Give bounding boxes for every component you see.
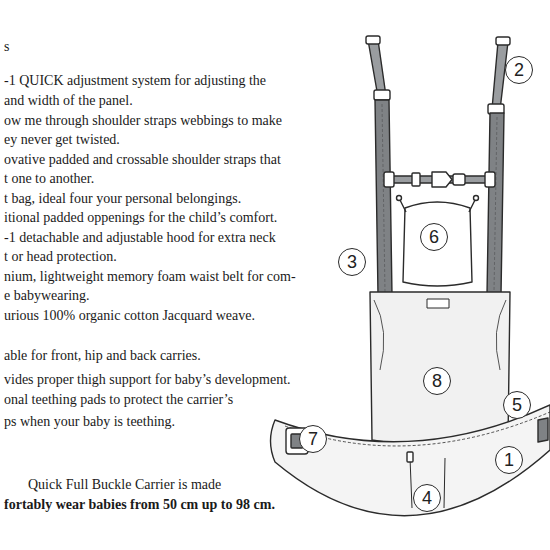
strap-end [496, 37, 510, 45]
description-text: onal teething pads to protect the carrie… [4, 392, 233, 408]
description-text: urious 100% organic cotton Jacquard weav… [4, 308, 255, 324]
callout-number: 1 [504, 451, 514, 469]
strap-buckle [374, 90, 390, 100]
callout-number: 5 [512, 396, 522, 414]
strap-webbing [368, 40, 386, 97]
description-text: vides proper thigh support for baby’s de… [4, 372, 291, 388]
description-text: Quick Full Buckle Carrier is made [28, 477, 221, 493]
waist-belt [271, 405, 550, 516]
callout-number: 3 [347, 253, 357, 271]
callout-number: 6 [429, 228, 439, 246]
callout-circle: 4 [413, 484, 441, 512]
hood [403, 202, 472, 286]
description-text: able for front, hip and back carries. [4, 348, 201, 364]
description-text: ps when your baby is teething. [4, 414, 175, 430]
callout-number: 2 [514, 61, 524, 79]
description-text: -1 QUICK adjustment system for adjusting… [4, 73, 266, 89]
shoulder-strap [375, 100, 392, 295]
description-text: itional padded oppenings for the child’s… [4, 210, 277, 226]
description-text: nium, lightweight memory foam waist belt… [4, 269, 296, 285]
callout-number: 8 [432, 372, 442, 390]
description-text: ey never get twisted. [4, 132, 120, 148]
panel [370, 292, 510, 446]
description-text: t or head protection. [4, 249, 117, 265]
description-text: -1 detachable and adjustable hood for ex… [4, 230, 276, 246]
callout-number: 4 [422, 489, 432, 507]
callout-circle: 1 [495, 446, 523, 474]
callout-number: 7 [308, 430, 318, 448]
description-text: ow me through shoulder straps webbings t… [4, 113, 282, 129]
callout-circle: 6 [420, 223, 448, 251]
description-text: t bag, ideal four your personal belongin… [4, 191, 241, 207]
callout-circle: 8 [423, 367, 451, 395]
shoulder-strap [487, 113, 504, 295]
description-text: s [4, 39, 9, 55]
callout-circle: 5 [503, 391, 531, 419]
description-text: and width of the panel. [4, 93, 133, 109]
panel-label [427, 299, 449, 308]
strap-end [366, 36, 380, 44]
callout-circle: 2 [505, 56, 533, 84]
callout-circle: 7 [299, 425, 327, 453]
description-text: fortably wear babies from 50 cm up to 98… [4, 497, 275, 513]
description-text: e babywearing. [4, 288, 90, 304]
description-text: ovative padded and crossable shoulder st… [4, 152, 281, 168]
callout-circle: 3 [338, 248, 366, 276]
chest-buckle [432, 172, 452, 187]
description-text: t one to another. [4, 171, 94, 187]
